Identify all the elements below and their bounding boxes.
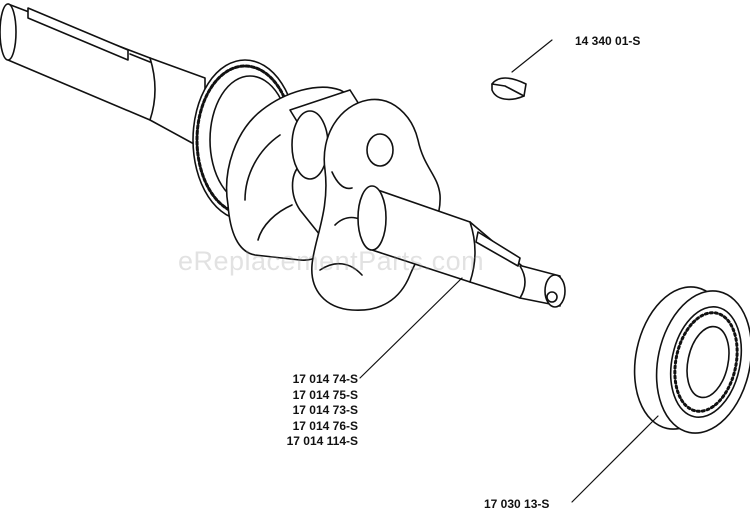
- output-keyway: [475, 231, 521, 267]
- leader-line-key: [511, 39, 553, 73]
- leader-line-crankshaft: [359, 277, 463, 379]
- part-number-key: 14 340 01-S: [575, 34, 641, 48]
- woodruff-key: [491, 77, 527, 101]
- part-number-crankshaft-5: 17 014 114-S: [286, 434, 358, 448]
- part-number-crankshaft-2: 17 014 75-S: [292, 387, 358, 402]
- part-number-crankshaft-1: 17 014 74-S: [292, 372, 358, 386]
- shaft-keyway: [27, 7, 129, 61]
- crankshaft-part-numbers: 17 014 74-S 17 014 75-S 17 014 73-S 17 0…: [287, 372, 358, 450]
- output-shaft: [357, 185, 566, 308]
- watermark: eReplacementParts.com: [178, 246, 485, 276]
- shaft-center-hole: [546, 291, 558, 303]
- part-number-bearing: 17 030 13-S: [484, 497, 550, 511]
- oil-hole: [366, 133, 394, 167]
- crankshaft-shaft: [0, 3, 206, 151]
- leader-line-bearing: [571, 415, 659, 503]
- part-number-crankshaft-4: 17 014 76-S: [292, 418, 358, 433]
- ball-bearing: [633, 286, 750, 434]
- part-number-crankshaft-3: 17 014 73-S: [292, 403, 358, 417]
